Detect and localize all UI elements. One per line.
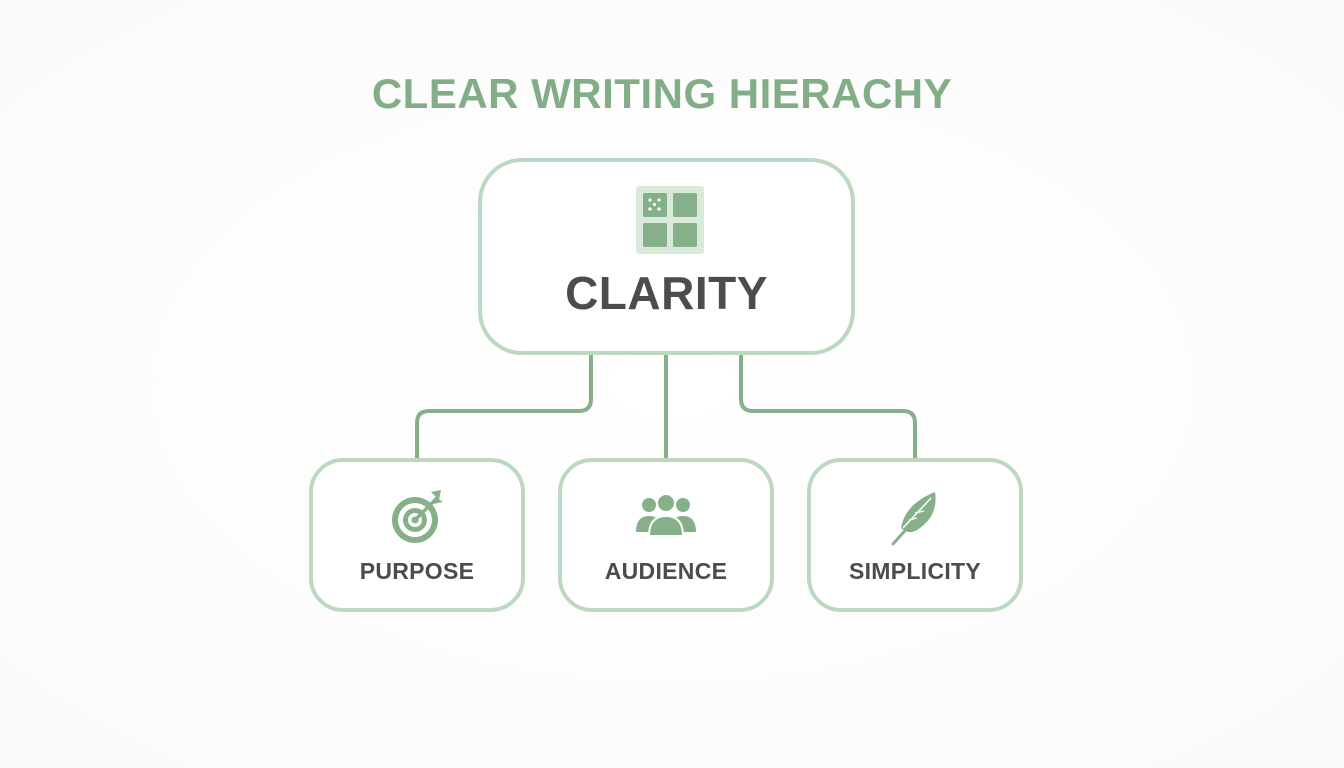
child-node-purpose: PURPOSE — [309, 458, 525, 612]
target-icon — [392, 490, 443, 543]
grid-icon — [636, 186, 704, 254]
child-node-label-simplicity: SIMPLICITY — [848, 558, 982, 584]
child-node-label-purpose: PURPOSE — [359, 558, 475, 584]
connector-clarity-simplicity — [739, 353, 917, 460]
child-node-audience: AUDIENCE — [558, 458, 774, 612]
child-node-label-audience: AUDIENCE — [604, 558, 728, 584]
feather-icon — [891, 492, 936, 546]
diagram-title: CLEAR WRITING HIERACHY — [371, 70, 953, 117]
people-icon — [636, 493, 696, 537]
connector-clarity-purpose — [415, 353, 593, 460]
child-node-simplicity: SIMPLICITY — [807, 458, 1023, 612]
root-node-label: CLARITY — [565, 267, 768, 319]
root-node-clarity: CLARITY — [478, 158, 855, 355]
